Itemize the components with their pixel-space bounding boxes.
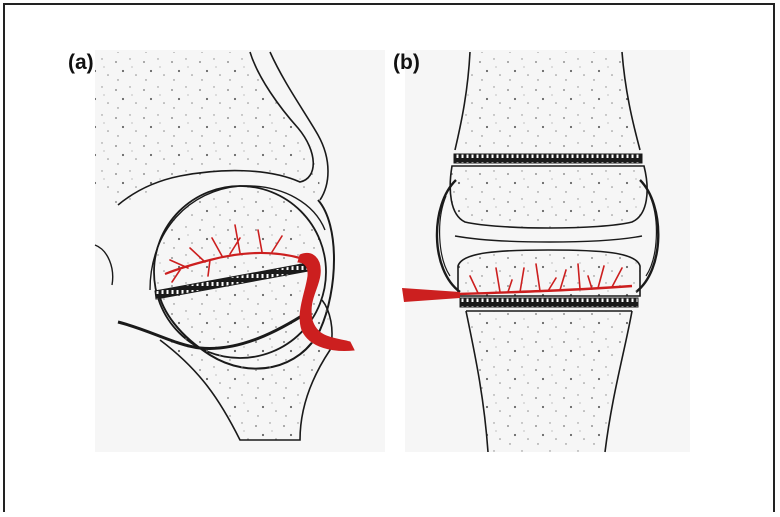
- panel-b-lower-growth-plate: [460, 298, 638, 307]
- panel-b-upper-epiphysis: [450, 166, 647, 228]
- panel-b-joint-line: [455, 236, 642, 242]
- panel-b-lower-shaft: [466, 311, 632, 452]
- panel-a-drawing: [95, 52, 354, 440]
- panel-b-drawing: [402, 52, 658, 452]
- panel-b-upper-shaft: [455, 52, 640, 150]
- panel-a-upper-bone: [95, 52, 319, 205]
- panel-b-upper-growth-plate: [454, 154, 642, 163]
- panel-a-pelvis-lower: [95, 245, 113, 285]
